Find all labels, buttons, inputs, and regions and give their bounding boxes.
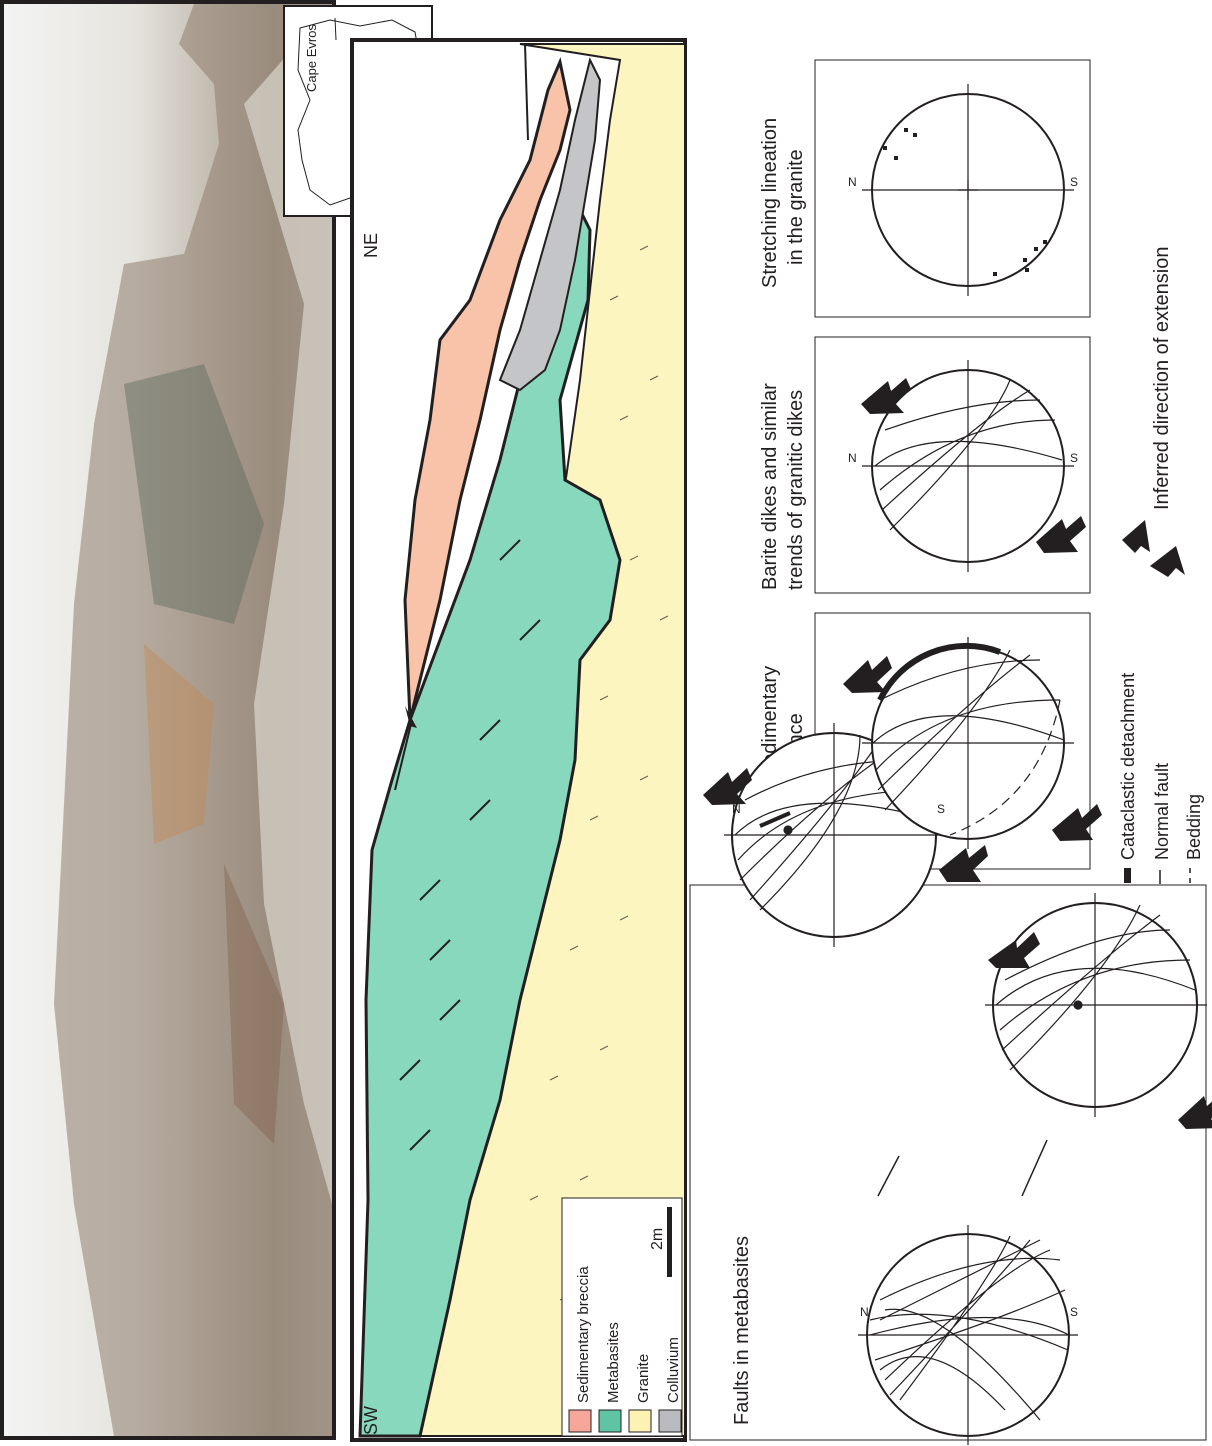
key-cataclastic: Cataclastic detachment <box>1118 673 1138 860</box>
north-label-4: N <box>848 451 857 465</box>
legend-swatch-granite <box>629 1410 651 1432</box>
title-barite-1: Barite dikes and similar <box>759 383 781 590</box>
scale-bar <box>667 1207 672 1277</box>
legend-swatch-colluvium <box>659 1410 681 1432</box>
key-bedding: Bedding <box>1184 794 1204 860</box>
south-label-1: S <box>1070 1305 1078 1319</box>
legend-swatch-metabasites <box>599 1410 621 1432</box>
legend-label-granite: Granite <box>635 1354 652 1403</box>
south-label-4: S <box>1070 451 1078 465</box>
stereonet-lineation <box>862 84 1074 296</box>
north-label-3: N <box>848 175 857 189</box>
legend-label-breccia: Sedimentary breccia <box>575 1266 592 1403</box>
title-barite-2: trends of granitic dikes <box>785 390 807 590</box>
label-ne: NE <box>361 233 381 258</box>
legend-label-metabasites: Metabasites <box>605 1322 622 1403</box>
key-normal: Normal fault <box>1152 763 1172 860</box>
stereonet-metabasites-1 <box>858 1225 1078 1445</box>
title-lineation-2: in the granite <box>785 149 807 265</box>
title-metabasites: Faults in metabasites <box>731 1236 753 1425</box>
legend-label-colluvium: Colluvium <box>665 1337 682 1403</box>
north-label-1: N <box>860 1305 869 1319</box>
legend: Sedimentary breccia Metabasites Granite … <box>562 1198 682 1436</box>
south-label-2: S <box>937 802 945 816</box>
label-sw: SW <box>361 1406 381 1435</box>
inset-map-label: Cape Evros <box>304 24 319 92</box>
north-label-2: N <box>732 802 741 816</box>
legend-swatch-breccia <box>569 1410 591 1432</box>
stereonet-metabasites-3 <box>985 893 1207 1117</box>
title-lineation-1: Stretching lineation <box>759 118 781 288</box>
key-extension: Inferred direction of extension <box>1151 247 1173 511</box>
south-label-3: S <box>1070 175 1078 189</box>
legend-scale-label: 2m <box>649 1228 666 1250</box>
